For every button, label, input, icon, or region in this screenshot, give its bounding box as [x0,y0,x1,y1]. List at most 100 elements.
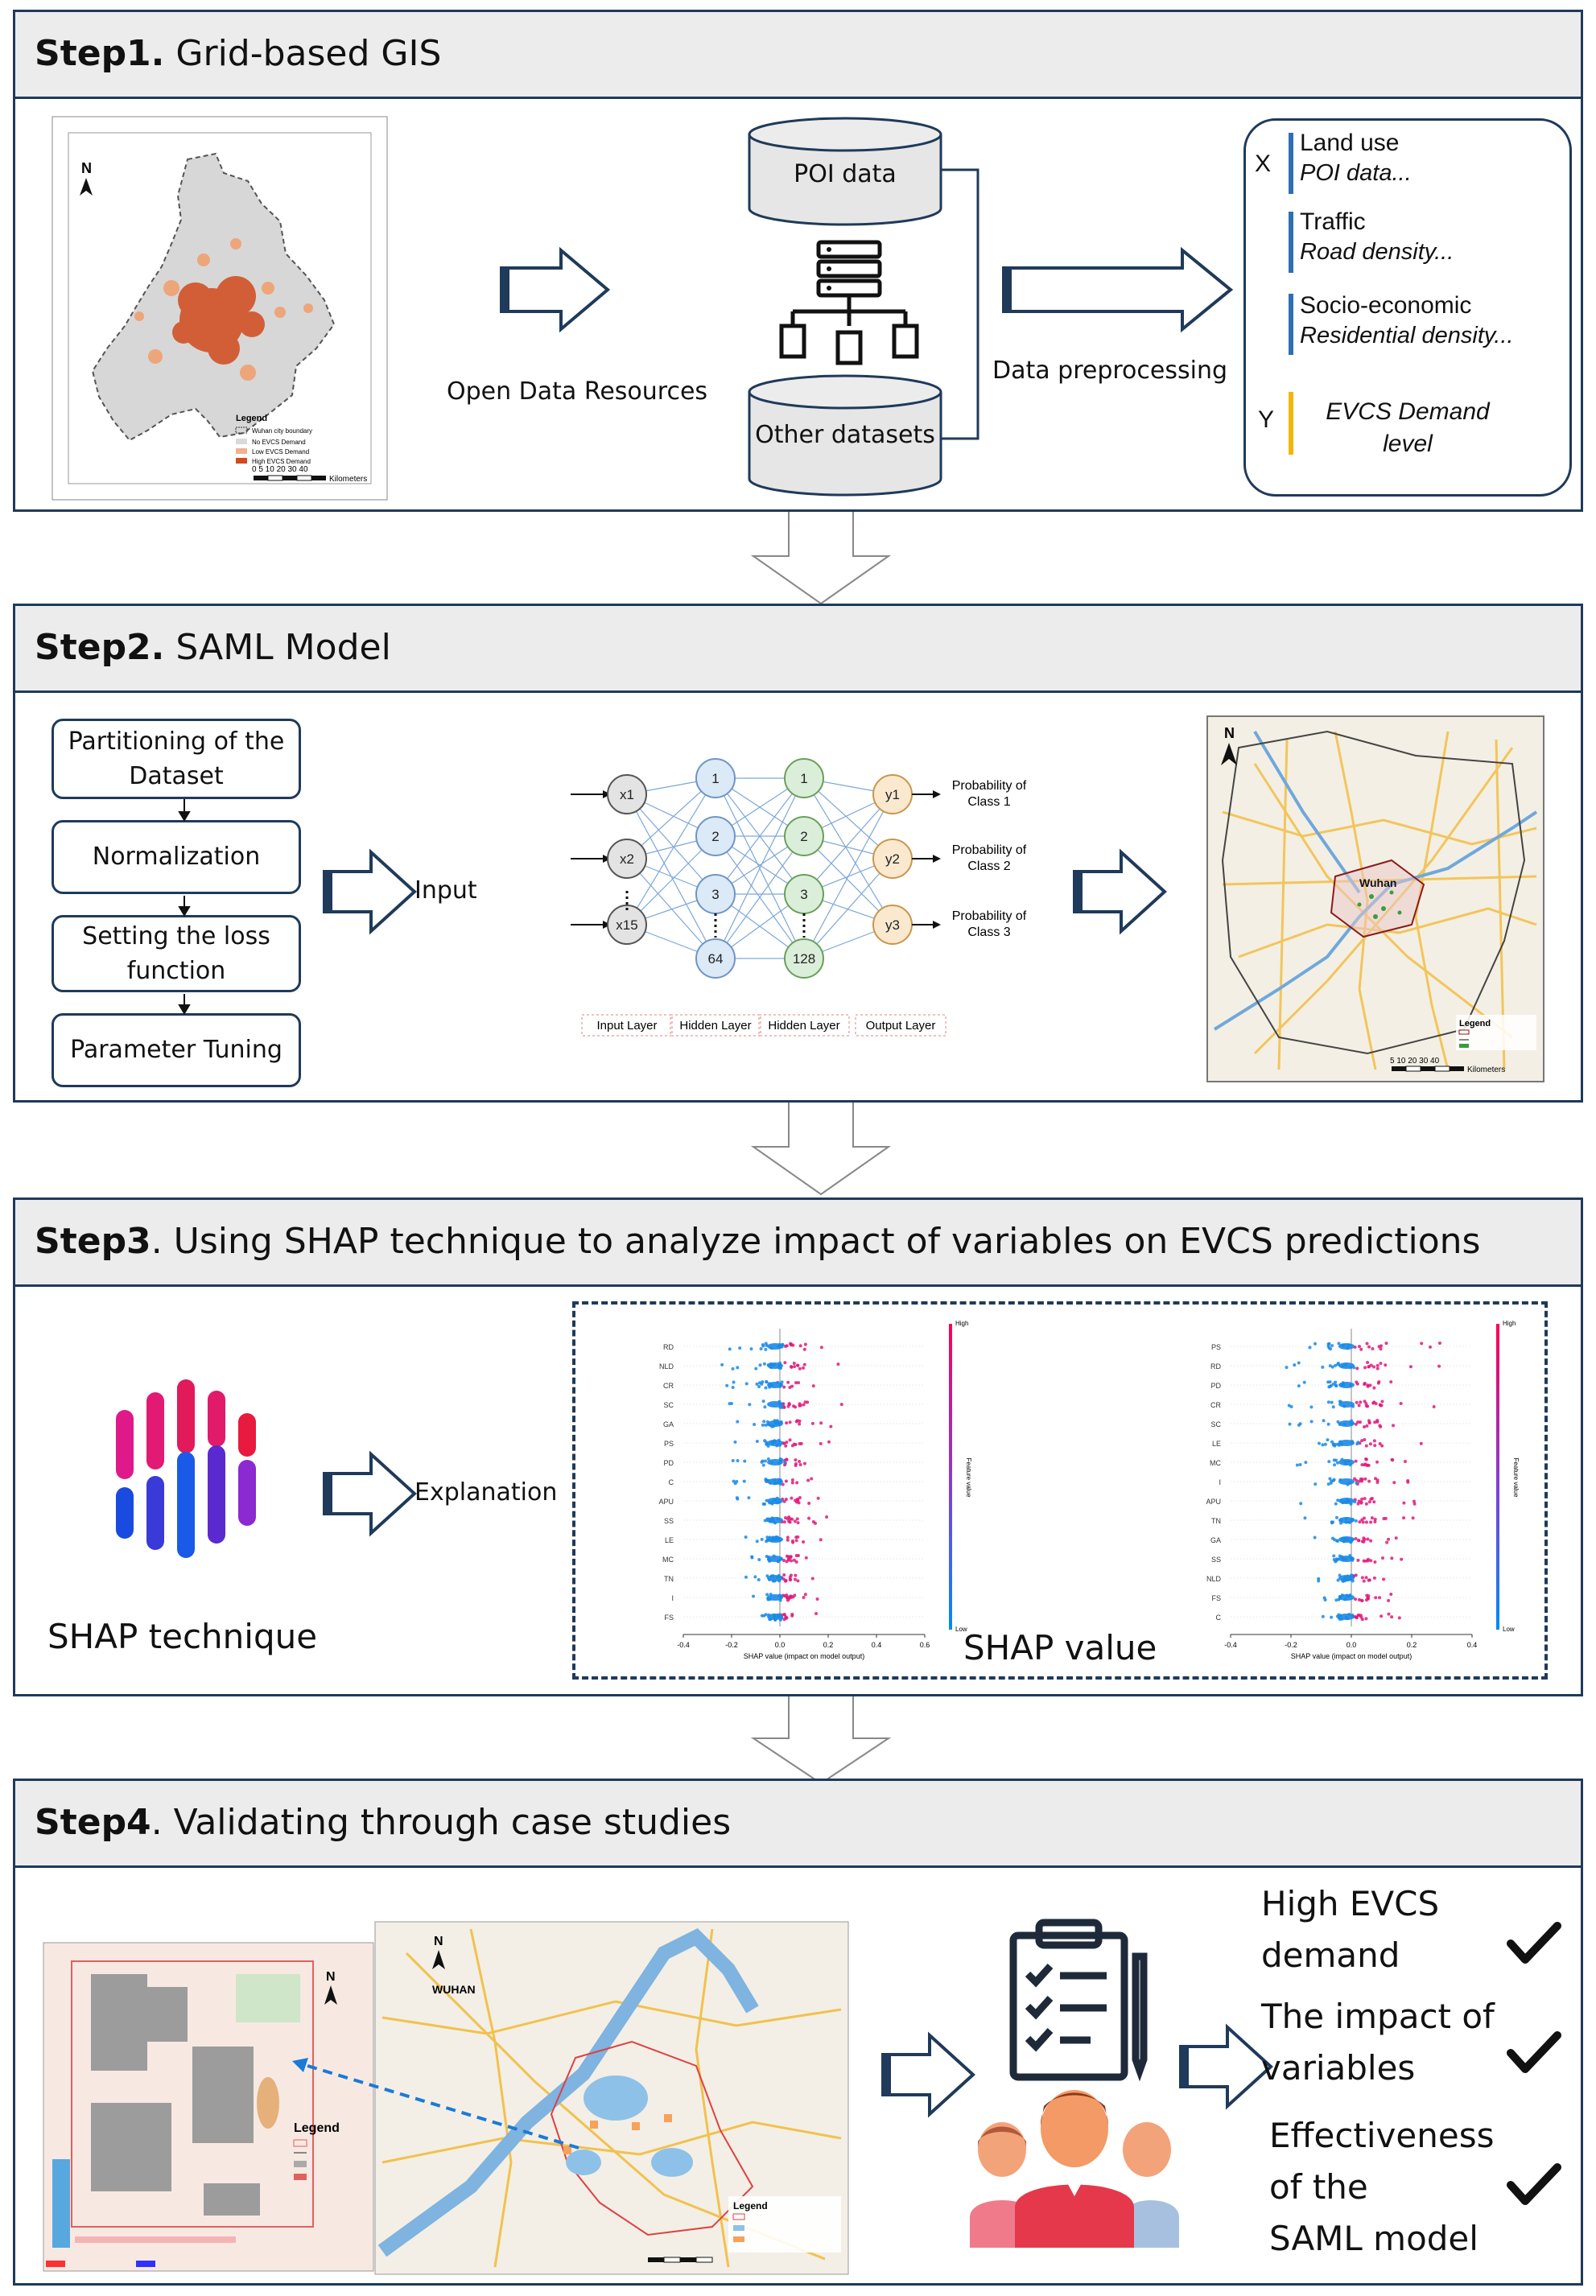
down-arrow-2 [750,1103,892,1196]
hidden1-node: 2 [695,816,736,856]
svg-text:Legend: Legend [236,414,267,423]
shap-tick-label: -0.2 [725,1641,738,1649]
svg-text:Legend: Legend [294,2121,340,2135]
shap-feature-label: PD [663,1459,674,1467]
svg-text:Kilometers: Kilometers [1467,1066,1505,1074]
step1-arrow-right-2 [1002,246,1234,333]
svg-text:N: N [81,160,92,176]
svg-text:N: N [326,1970,336,1984]
shap-tick-label: 0.0 [775,1641,786,1649]
shap-feature-label: SC [663,1401,674,1409]
output-arrow [1073,848,1167,935]
feature-land-use-detail: POI data... [1300,160,1412,186]
shap-feature-label: SC [1210,1420,1221,1428]
shap-tick-label: 0.0 [1346,1641,1357,1649]
output-label: Class 1 [967,795,1010,809]
shap-feature-label: NLD [659,1362,674,1371]
down-arrow-1 [750,512,892,605]
step2-panel: Step2. SAML Model Partitioning of the Da… [13,604,1583,1103]
svg-text:1: 1 [711,771,719,786]
case-arrow-1 [881,2031,975,2118]
svg-text:64: 64 [708,951,724,967]
output-label: Probability of [952,843,1027,857]
step3-title: Step3. Using SHAP technique to analyze i… [35,1221,1481,1262]
layer-label: Input Layer [596,1019,657,1033]
shap-axis-label: SHAP value (impact on model output) [744,1652,864,1660]
shap-feature-label: SS [1211,1556,1221,1564]
hidden1-node: 64 [695,938,736,979]
shap-feature-label: MC [1210,1459,1221,1467]
shap-feature-label: SS [664,1517,674,1525]
target-bar [1289,392,1293,455]
shap-feature-label: APU [1206,1498,1221,1506]
bracket-connector [941,168,979,440]
check-icon [1507,2163,1561,2205]
input-node: x2 [607,839,647,879]
svg-text:x2: x2 [620,851,634,867]
svg-text:Legend: Legend [1459,1019,1491,1028]
step4-panel: Step4. Validating through case studies N… [13,1779,1583,2286]
flow-normalization: Normalization [52,820,301,894]
colorbar-high: High [1503,1320,1516,1327]
data-preprocessing-label: Data preprocessing [992,357,1228,385]
svg-text:N: N [1224,725,1235,741]
feature-land-use: Land use [1300,130,1400,156]
shap-feature-label: C [1216,1614,1222,1622]
flow-loss-function: Setting the loss function [52,915,301,992]
svg-text:0 5 10 20 30 40: 0 5 10 20 30 40 [252,465,308,474]
outcome-impact-l1: The impact of [1261,1997,1495,2036]
step3-panel: Step3. Using SHAP technique to analyze i… [13,1197,1583,1696]
down-arrow-3 [750,1696,892,1785]
outcome-effectiveness-l3: SAML model [1269,2219,1478,2258]
map-link-arrow [292,2058,579,2150]
gis-demand-map: N Legend Wuhan city boundary No EVCS Dem… [51,115,389,501]
shap-feature-label: RD [663,1343,674,1351]
svg-text:Wuhan city boundary: Wuhan city boundary [252,427,312,435]
shap-tick-label: -0.2 [1285,1641,1297,1649]
shap-feature-label: NLD [1206,1575,1222,1583]
svg-text:High EVCS Demand: High EVCS Demand [252,458,311,465]
shap-tick-label: -0.4 [1224,1641,1237,1649]
output-label: Probability of [952,779,1027,793]
svg-text:y1: y1 [885,787,900,802]
svg-text:x15: x15 [616,917,637,933]
shap-feature-label: I [1219,1478,1221,1486]
shap-feature-label: GA [663,1420,674,1428]
shap-feature-label: PS [1211,1343,1221,1351]
layer-label: Output Layer [866,1019,936,1033]
shap-feature-label: TN [1211,1517,1221,1525]
shap-feature-label: I [671,1594,674,1602]
hidden2-node: 2 [784,816,824,856]
input-arrow [323,848,417,935]
shap-feature-label: MC [662,1556,674,1564]
flow-partitioning: Partitioning of the Dataset [52,719,301,799]
step1-arrow-right-1 [500,246,611,333]
hidden1-node: 3 [695,874,736,914]
feature-traffic: Traffic [1300,208,1366,235]
shap-feature-label: LE [665,1536,674,1544]
svg-text:Low EVCS Demand: Low EVCS Demand [252,448,309,455]
output-label: Probability of [952,909,1027,923]
case-study-district-map: WUHAN N Legend [374,1921,849,2275]
shap-feature-label: PS [664,1440,674,1448]
shap-logo-icon [116,1379,256,1558]
gis-map-scalebar: 0 5 10 20 30 40 Kilometers [252,465,367,484]
shap-feature-label: APU [658,1498,674,1506]
shap-feature-label: PD [1210,1382,1221,1390]
shap-feature-label: CR [1210,1401,1221,1409]
svg-text:x1: x1 [620,787,634,802]
colorbar-low: Low [955,1626,967,1633]
shap-tick-label: 0.2 [823,1641,834,1649]
shap-feature-label: LE [1212,1440,1221,1448]
outcome-impact-l2: variables [1261,2048,1416,2088]
explanation-label: Explanation [414,1478,558,1507]
other-datasets-cylinder [748,374,942,497]
shap-value-label: SHAP value [963,1628,1157,1667]
svg-text:No EVCS Demand: No EVCS Demand [252,439,306,446]
step3-header: Step3. Using SHAP technique to analyze i… [15,1200,1581,1287]
poi-data-label: POI data [794,160,897,188]
outcome-effectiveness-l1: Effectiveness [1269,2116,1495,2155]
